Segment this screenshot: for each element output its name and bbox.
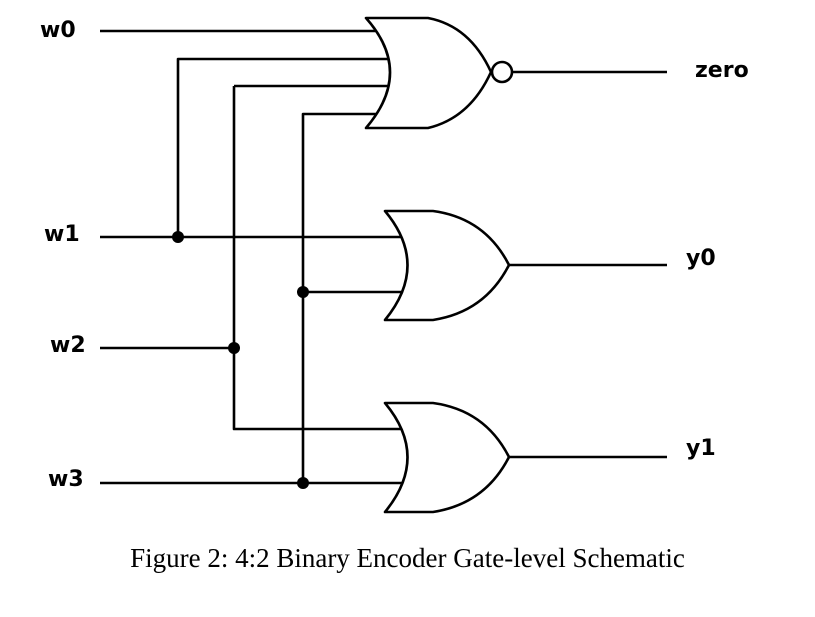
nor-gate-bubble [490,60,514,84]
wire-w3-to-nor [301,112,392,483]
input-label-w2: w2 [50,333,86,358]
output-label-y0: y0 [686,246,716,271]
input-label-w0: w0 [40,18,76,43]
wire-w2-to-nor [232,86,408,431]
junction-w3 [297,477,309,489]
input-label-w3: w3 [48,467,84,492]
junction-w1 [172,231,184,243]
output-label-y1: y1 [686,436,716,461]
wire-w1-to-nor [176,57,393,237]
junction-w3-y0 [297,286,309,298]
figure-caption: Figure 2: 4:2 Binary Encoder Gate-level … [130,543,685,573]
nor-gate-zero [364,16,493,130]
input-label-w1: w1 [44,222,80,247]
or-gate-y0 [383,209,511,322]
junction-w2 [228,342,240,354]
output-label-zero: zero [695,58,749,83]
or-gate-y1 [383,401,511,514]
